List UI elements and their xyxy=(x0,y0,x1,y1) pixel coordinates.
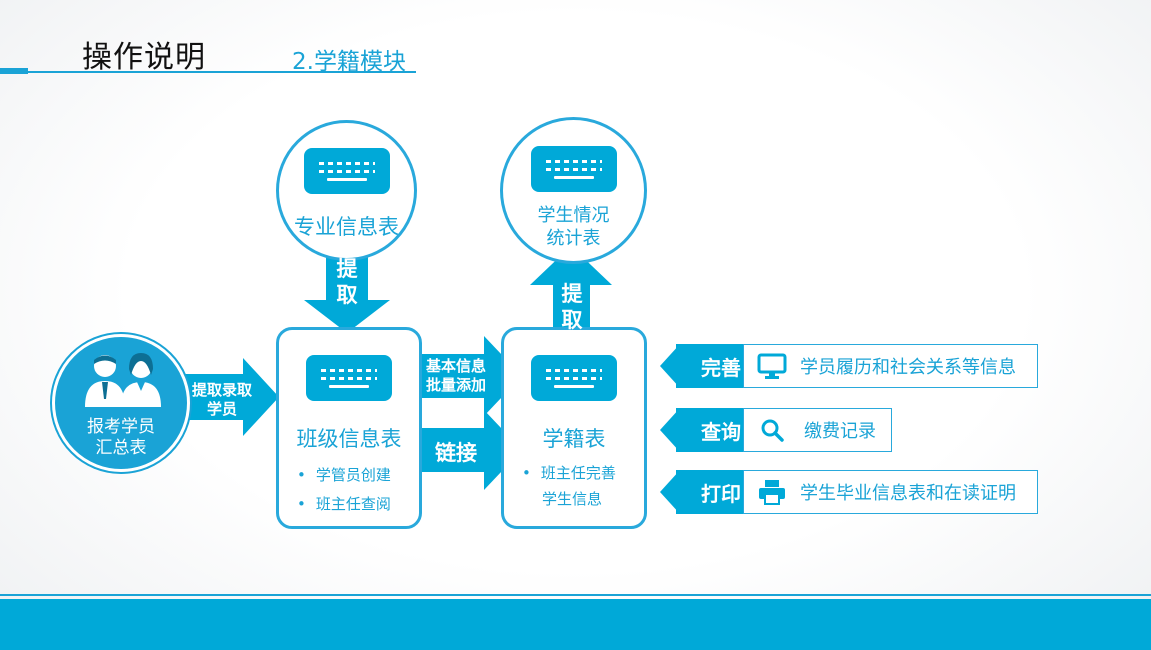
complete-action[interactable]: 学员履历和社会关系等信息 xyxy=(743,344,1038,388)
tag-arrow-complete xyxy=(660,344,680,388)
print-text: 学生毕业信息表和在读证明 xyxy=(800,483,1016,504)
page-title: 操作说明 xyxy=(82,40,206,75)
people-icon xyxy=(85,353,161,407)
class-table-title: 班级信息表 xyxy=(296,427,402,451)
arrow-batch-add xyxy=(409,336,522,416)
applicants-label: 报考学员 汇总表 xyxy=(87,417,155,458)
query-text: 缴费记录 xyxy=(804,421,876,442)
footer-divider xyxy=(0,594,1151,596)
complete-text: 学员履历和社会关系等信息 xyxy=(800,357,1016,378)
keyboard-icon xyxy=(304,148,390,194)
class-table-bullet: 学管员创建 xyxy=(297,464,391,485)
page-subtitle: 2.学籍模块 xyxy=(292,49,406,75)
keyboard-icon xyxy=(306,355,392,401)
major-table-circle[interactable]: 专业信息表 xyxy=(276,120,417,261)
link-arrow-label: 链接 xyxy=(435,441,477,465)
header-accent-bar xyxy=(0,68,28,74)
roll-table-title: 学籍表 xyxy=(542,427,606,451)
batch-arrow-label: 基本信息批量添加 xyxy=(425,357,486,394)
monitor-icon xyxy=(744,353,800,379)
query-action[interactable]: 缴费记录 xyxy=(743,408,892,452)
header-underline xyxy=(28,71,416,73)
roll-table-box[interactable]: 学籍表 班主任完善 学生信息 xyxy=(501,327,647,529)
applicants-circle[interactable]: 报考学员 汇总表 xyxy=(52,334,190,472)
arrow-extract-down xyxy=(304,248,390,333)
stats-table-circle[interactable]: 学生情况 统计表 xyxy=(500,117,647,264)
tag-arrow-print xyxy=(660,470,680,514)
arrow-extract-up xyxy=(530,246,612,338)
footer-band xyxy=(0,599,1151,650)
tag-arrow-query xyxy=(660,408,680,452)
major-table-label: 专业信息表 xyxy=(294,215,399,239)
class-table-bullet: 班主任查阅 xyxy=(297,493,391,514)
extract-up-label: 提取 xyxy=(561,282,583,332)
extract-down-label: 提取 xyxy=(336,257,358,307)
enroll-arrow-label: 提取录取学员 xyxy=(191,381,252,418)
class-table-box[interactable]: 班级信息表 学管员创建 班主任查阅 xyxy=(276,327,422,529)
roll-table-bullet-cont: 学生信息 xyxy=(542,490,603,508)
keyboard-icon xyxy=(531,355,617,401)
print-action[interactable]: 学生毕业信息表和在读证明 xyxy=(743,470,1038,514)
roll-table-bullet: 班主任完善 xyxy=(522,462,616,483)
search-icon xyxy=(744,418,800,442)
stats-table-label: 学生情况 统计表 xyxy=(537,205,610,249)
keyboard-icon xyxy=(531,146,617,192)
arrow-link xyxy=(409,410,522,490)
arrow-enroll xyxy=(175,358,279,436)
printer-icon xyxy=(744,479,800,505)
